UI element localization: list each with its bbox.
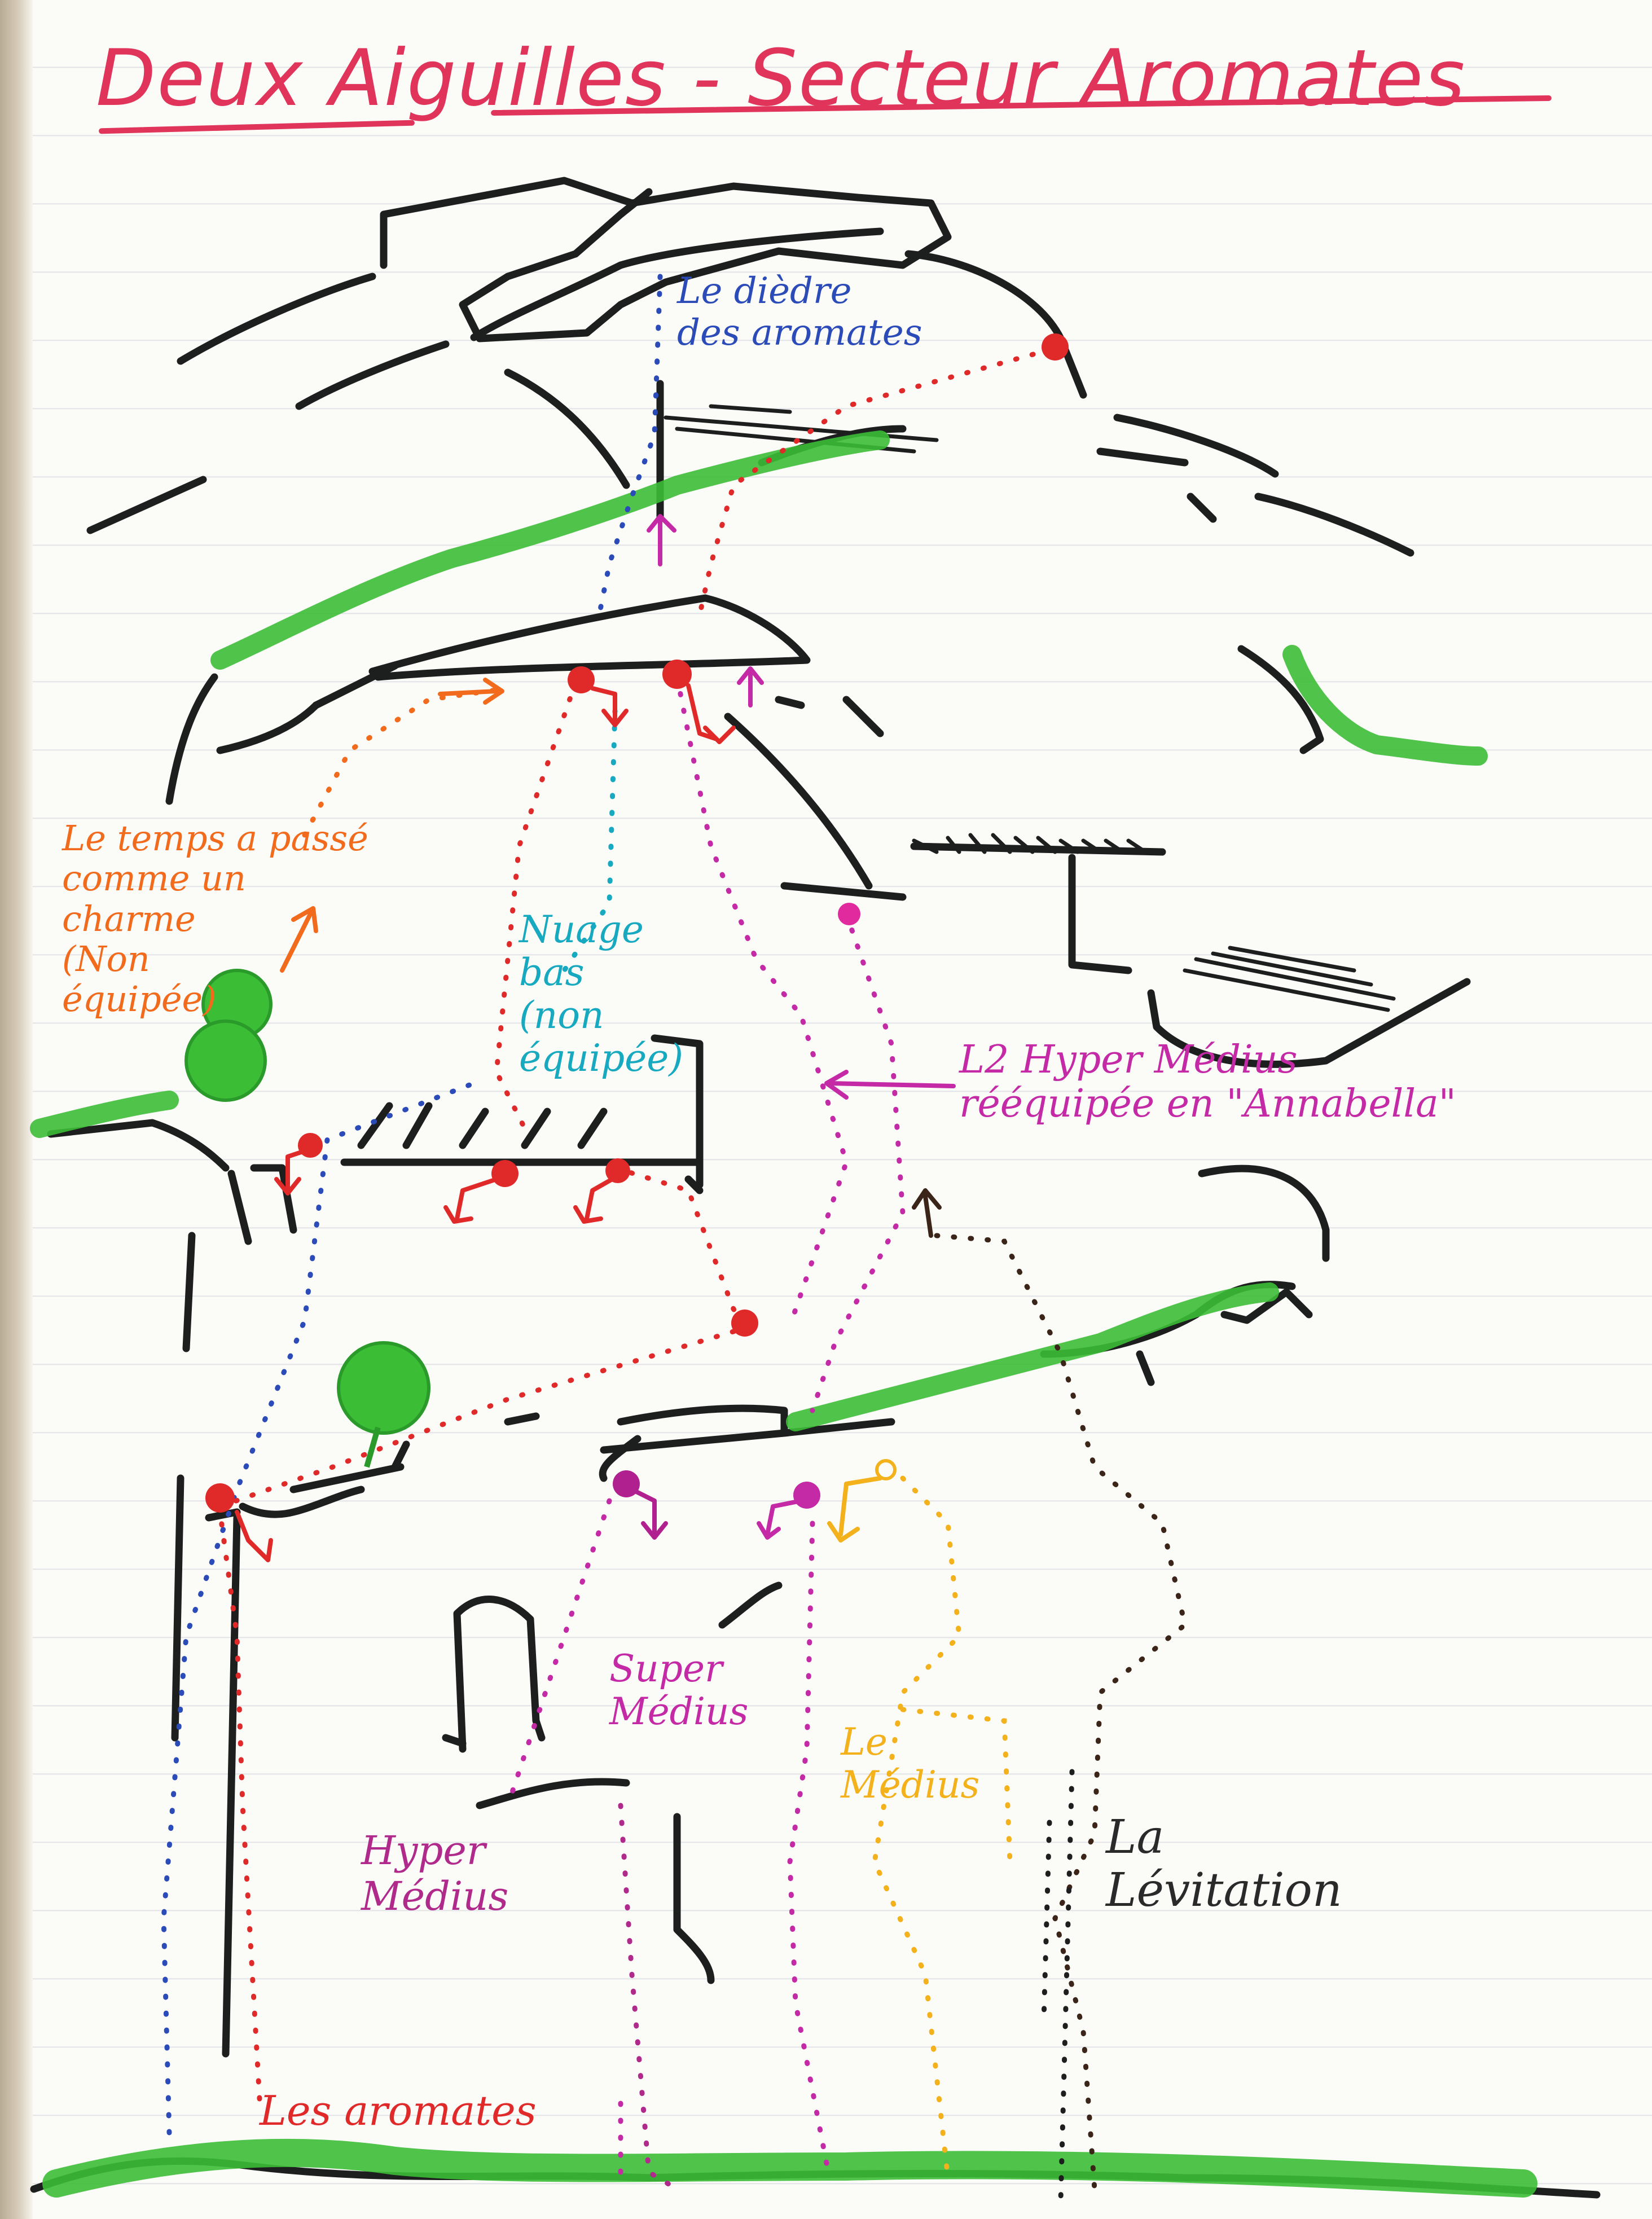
- route-lines: [161, 274, 1188, 2203]
- boulder-outline: [453, 1596, 546, 1753]
- route-line-red-center: [494, 680, 578, 1131]
- arrow-orange-charme: [280, 906, 318, 973]
- tree-middle: [337, 1341, 430, 1435]
- ground-vegetation: [42, 2138, 1537, 2198]
- route-line-magenta-c: [787, 1521, 832, 2181]
- label-les-aromates: Les aromates: [260, 2087, 537, 2134]
- arrow-magenta-up-1: [647, 514, 676, 566]
- right-vegetation-patch: [1282, 645, 1488, 766]
- route-line-blue-left: [161, 1080, 477, 2135]
- route-line-red-les-aromates: [217, 1509, 262, 2102]
- arrow-red-mid-1: [443, 1177, 499, 1224]
- route-line-red-lower: [217, 1317, 742, 1509]
- route-line-blue-diedre: [595, 274, 663, 623]
- route-line-red-ledge: [612, 1165, 748, 1329]
- middle-vegetation-band: [786, 1282, 1279, 1431]
- label-nuage-bas: Nuage bas (non équipée): [519, 908, 684, 1080]
- belay-magenta-3: [793, 1482, 820, 1509]
- arrows: [235, 514, 956, 1562]
- route-line-brown-levitation: [934, 1233, 1188, 2192]
- label-hyper-medius: Hyper Médius: [361, 1827, 509, 1919]
- belay-left-lower: [205, 1483, 235, 1513]
- arrow-red-lower-2: [686, 683, 736, 744]
- belay-mid-3: [605, 1158, 630, 1183]
- arrow-orange-ledge: [438, 678, 504, 705]
- belay-magenta-1: [838, 903, 860, 925]
- arrow-magenta-2: [757, 1499, 803, 1540]
- rock-outlines: [30, 177, 1601, 2199]
- ledge-slab: [368, 594, 811, 681]
- arrow-red-mid-2: [573, 1177, 614, 1224]
- route-line-red-summit: [697, 347, 1052, 618]
- vegetation: [30, 430, 1537, 2198]
- arrow-magenta-label: [824, 1070, 956, 1100]
- label-le-medius: Le Médius: [841, 1720, 980, 1807]
- arrow-red-left: [274, 1149, 307, 1196]
- belay-yellow: [875, 1459, 897, 1480]
- route-line-magenta-b: [810, 911, 906, 1413]
- label-le-diedre-des-aromates: Le dièdre des aromates: [677, 270, 922, 354]
- label-l2-hyper-medius: L2 Hyper Médius rééquipée en "Annabella": [959, 1038, 1456, 1127]
- upper-vegetation-band: [210, 430, 890, 670]
- overhang-hatching: [664, 404, 1396, 1012]
- trees: [184, 969, 430, 1468]
- route-line-orange: [302, 686, 511, 838]
- belay-summit: [1042, 333, 1069, 361]
- arrow-magenta-1: [630, 1487, 668, 1540]
- route-line-magenta-e: [618, 1803, 680, 2192]
- belay-mid-2: [491, 1160, 519, 1187]
- label-super-medius: Super Médius: [609, 1647, 749, 1733]
- route-line-magenta-d: [505, 1498, 612, 1808]
- notebook-binding: [0, 0, 33, 2219]
- belay-points: [205, 333, 1069, 1513]
- belay-ledge-1: [568, 666, 595, 693]
- arrow-magenta-up-2: [737, 666, 764, 708]
- label-la-levitation: La Lévitation: [1106, 1811, 1342, 1918]
- route-line-yellow: [872, 1475, 962, 2181]
- belay-ledge-2: [662, 660, 692, 689]
- left-vegetation-ledge: [30, 1091, 179, 1138]
- belay-red-center: [731, 1310, 758, 1337]
- arrow-red-lower-left: [235, 1510, 273, 1562]
- label-le-temps-a-passe: Le temps a passé comme un charme (Non éq…: [62, 818, 368, 1020]
- arrow-yellow: [827, 1476, 882, 1543]
- arrow-red-lower-1: [590, 686, 629, 727]
- summit-outline: [380, 177, 952, 342]
- arrow-brown: [912, 1188, 942, 1238]
